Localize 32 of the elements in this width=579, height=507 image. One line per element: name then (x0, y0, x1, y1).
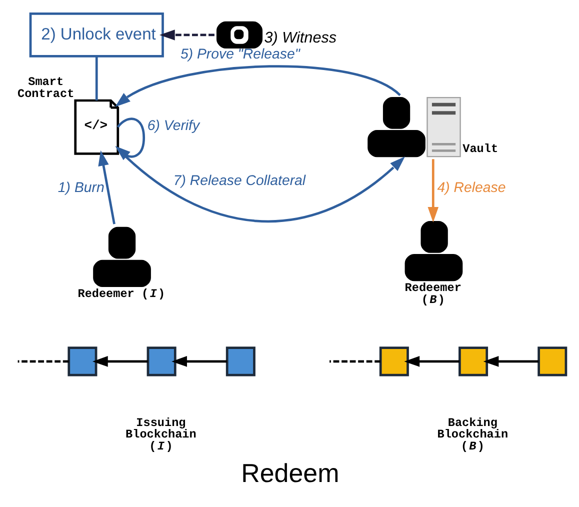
node-box (458, 346, 488, 376)
arrow (172, 356, 227, 366)
edge-label: 5) Prove "Release" (180, 46, 300, 62)
label: Backing Blockchain (B) (437, 415, 508, 453)
node-label: Redeemer (B) (404, 280, 462, 306)
arrow (118, 148, 406, 222)
edge-label: 4) Release (437, 180, 506, 196)
edge-label: 6) Verify (147, 118, 200, 134)
edge-label: 7) Release Collateral (173, 172, 306, 189)
node-box: 2) Unlock event (29, 12, 164, 57)
connector (18, 360, 69, 362)
node-box (68, 346, 98, 376)
edge-label: 1) Burn (58, 179, 104, 196)
node-label: Vault (462, 141, 498, 156)
connector (95, 56, 98, 100)
arrow (92, 356, 148, 366)
connector (330, 360, 381, 362)
label: Issuing Blockchain (I) (126, 415, 196, 453)
node-label: 3) Witness (264, 29, 337, 46)
arrow (159, 29, 214, 40)
node-box (538, 346, 568, 376)
caption: Redeem (241, 458, 340, 488)
arrow (115, 64, 401, 106)
node-label: Smart Contract (18, 74, 74, 100)
arrow (428, 158, 439, 222)
arrow (483, 356, 539, 366)
node-box (226, 346, 256, 376)
node-box (146, 346, 176, 376)
arrow (404, 356, 460, 366)
arrow (98, 150, 116, 224)
node-label: Redeemer (I) (78, 286, 166, 301)
node-box (379, 346, 409, 376)
